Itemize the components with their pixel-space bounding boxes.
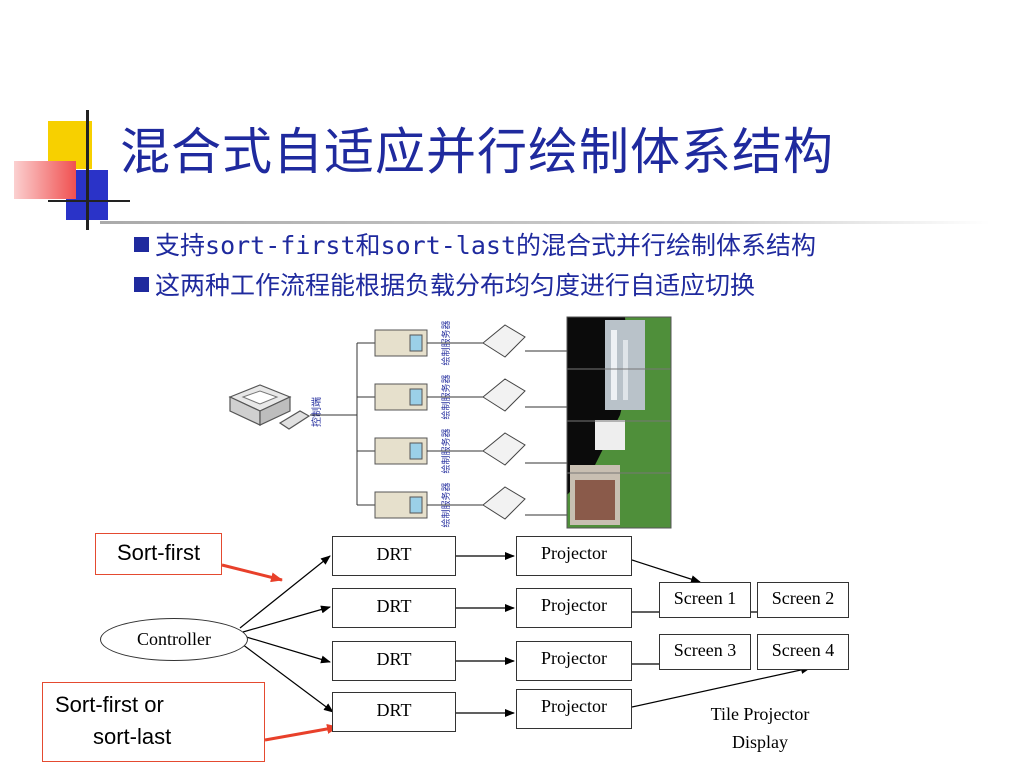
decor-red-block bbox=[14, 161, 76, 199]
drt-box-1: DRT bbox=[332, 536, 456, 576]
tile-caption-line1: Tile Projector bbox=[710, 704, 810, 724]
decor-vertical-line bbox=[86, 110, 89, 230]
bullet-2: 这两种工作流程能根据负载分布均匀度进行自适应切换 bbox=[134, 266, 755, 302]
controller-node: Controller bbox=[100, 618, 248, 661]
controller-computer-icon bbox=[228, 384, 311, 430]
decor-logo bbox=[0, 0, 130, 240]
server-row-2: 绘制服务器 bbox=[357, 374, 567, 420]
projector-box-4: Projector bbox=[516, 689, 632, 729]
server-row-4: 绘制服务器 bbox=[357, 482, 567, 528]
projector-box-2: Projector bbox=[516, 588, 632, 628]
screen-box-2: Screen 2 bbox=[757, 582, 849, 618]
drt-box-3: DRT bbox=[332, 641, 456, 681]
tiled-display-image bbox=[566, 316, 672, 529]
projector-box-1: Projector bbox=[516, 536, 632, 576]
projector-box-3: Projector bbox=[516, 641, 632, 681]
title-underline bbox=[100, 221, 990, 224]
bullet-square bbox=[134, 277, 149, 292]
bullet-1: 支持sort-first和sort-last的混合式并行绘制体系结构 bbox=[134, 226, 816, 262]
sort-first-or-line: Sort-first or bbox=[55, 692, 164, 717]
screen-box-3: Screen 3 bbox=[659, 634, 751, 670]
sort-first-or-last-label: Sort-first or sort-last bbox=[42, 682, 265, 762]
cluster-figure: 控制端 绘制服务器 绘制服务器 绘制服务器 绘制服务器 bbox=[228, 316, 672, 529]
controller-label: 控制端 bbox=[310, 397, 323, 427]
screen-box-4: Screen 4 bbox=[757, 634, 849, 670]
screen-box-1: Screen 1 bbox=[659, 582, 751, 618]
server-row-3: 绘制服务器 bbox=[357, 428, 567, 474]
server-row-1: 绘制服务器 bbox=[357, 320, 567, 366]
sort-first-label: Sort-first bbox=[95, 533, 222, 575]
drt-box-4: DRT bbox=[332, 692, 456, 732]
tile-display-caption: Tile Projector Display bbox=[680, 700, 840, 756]
controller-text: Controller bbox=[137, 629, 211, 649]
bullet-square bbox=[134, 237, 149, 252]
drt-box-2: DRT bbox=[332, 588, 456, 628]
page-title: 混合式自适应并行绘制体系结构 bbox=[120, 123, 834, 181]
tile-caption-line2: Display bbox=[732, 732, 788, 752]
sort-last-line: sort-last bbox=[93, 724, 172, 749]
decor-horizontal-line bbox=[48, 200, 130, 202]
